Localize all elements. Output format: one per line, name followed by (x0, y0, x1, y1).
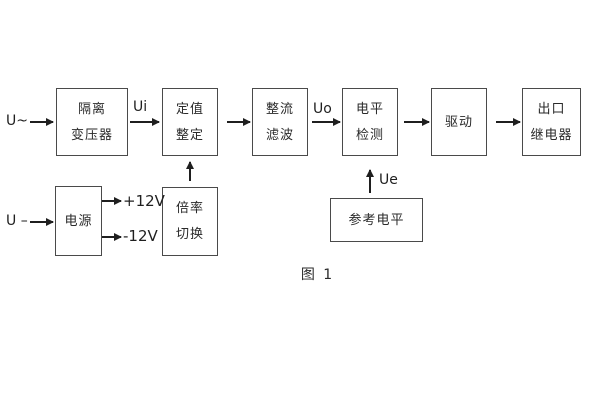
block-reference-level: 参考电平 (330, 198, 423, 242)
label-uo-signal: Uo (313, 101, 332, 117)
arrow-setting-to-rectifier (227, 118, 251, 126)
block-ratio-switching-line2: 切换 (175, 227, 204, 242)
block-output-relay-line1: 出口 (537, 101, 566, 117)
block-power-supply-label: 电源 (64, 213, 93, 229)
arrow-minus12v-output (102, 233, 122, 241)
label-plus-12v: +12V (123, 192, 165, 210)
block-value-setting: 定值 整定 (162, 88, 218, 156)
label-ui-signal: Ui (133, 99, 148, 115)
block-isolation-transformer-line1: 隔离 (77, 101, 106, 117)
label-ue-signal: Ue (379, 172, 398, 188)
block-rectifier-filter-line2: 滤波 (265, 127, 294, 143)
label-dc-input: U – (6, 213, 28, 229)
arrow-dc-input (30, 218, 54, 226)
arrow-transformer-to-setting (130, 118, 160, 126)
block-power-supply: 电源 (55, 186, 102, 256)
label-minus-12v: -12V (123, 227, 158, 245)
block-ratio-switching: 倍率 切换 (162, 187, 218, 256)
block-rectifier-filter: 整流 滤波 (252, 88, 308, 156)
block-level-detection: 电平 检测 (342, 88, 398, 156)
block-ratio-switching-line1: 倍率 (175, 201, 204, 216)
block-reference-level-label: 参考电平 (348, 212, 405, 228)
block-value-setting-line1: 定值 (175, 101, 204, 117)
figure-caption: 图 1 (300, 267, 335, 283)
block-isolation-transformer: 隔离 变压器 (56, 88, 128, 156)
block-level-detection-line2: 检测 (355, 127, 384, 143)
block-level-detection-line1: 电平 (355, 101, 384, 117)
arrow-plus12v-output (102, 197, 122, 205)
block-output-relay-line2: 继电器 (530, 127, 573, 143)
arrow-rectifier-to-level (312, 118, 341, 126)
block-value-setting-line2: 整定 (175, 127, 204, 143)
arrow-drive-to-relay (496, 118, 521, 126)
label-ac-input: U~ (6, 113, 28, 129)
arrow-ac-input (30, 118, 54, 126)
block-output-relay: 出口 继电器 (522, 88, 581, 156)
block-rectifier-filter-line1: 整流 (265, 101, 294, 117)
arrow-ratio-to-setting (186, 161, 194, 181)
arrow-level-to-drive (404, 118, 430, 126)
block-isolation-transformer-line2: 变压器 (70, 127, 113, 143)
block-drive: 驱动 (431, 88, 487, 156)
block-drive-label: 驱动 (444, 114, 473, 130)
arrow-reference-to-level (366, 169, 374, 193)
